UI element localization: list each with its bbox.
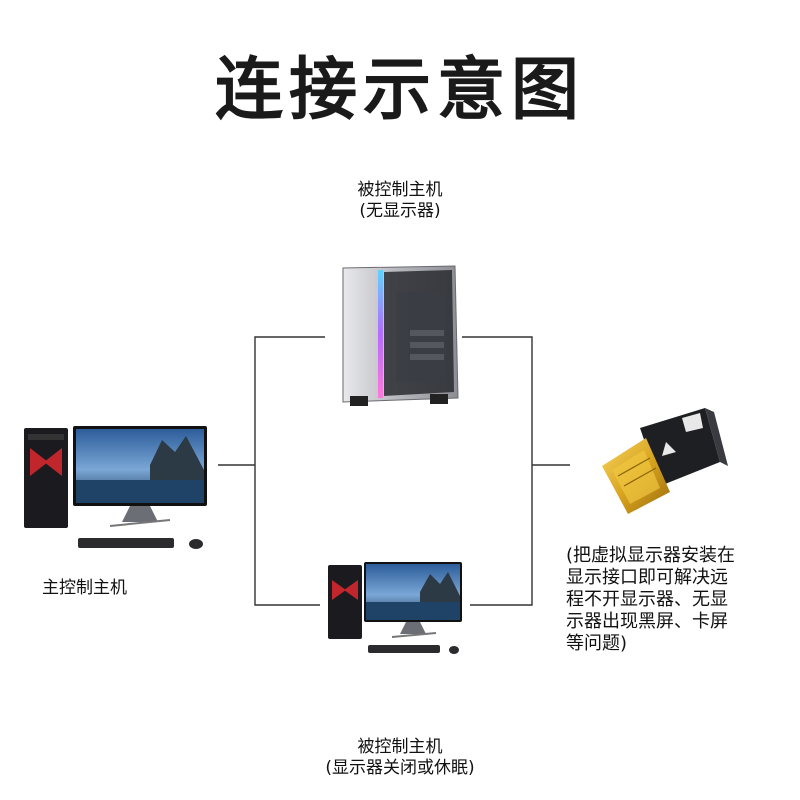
adapter-note-line: 程不开显示器、无显 <box>566 589 728 610</box>
label-controlled-host-top-note: (无显示器) <box>359 201 441 221</box>
label-controlled-host-bottom: 被控制主机 (显示器关闭或休眠) <box>280 737 520 779</box>
label-main-host: 主控制主机 <box>42 578 127 598</box>
page-title: 连接示意图 <box>214 51 585 130</box>
adapter-note-line: 等问题) <box>566 633 628 654</box>
label-controlled-host-bottom-name: 被控制主机 <box>357 737 443 757</box>
adapter-note-line: 示器出现黑屏、卡屏 <box>566 611 728 632</box>
controlled-pc-bottom-icon <box>328 562 462 654</box>
connection-lines <box>218 336 570 606</box>
label-adapter-note: (把虚拟显示器安装在 显示接口即可解决远 程不开显示器、无显 示器出现黑屏、卡屏… <box>566 545 776 655</box>
line-top-right <box>462 336 533 465</box>
adapter-note-line: (把虚拟显示器安装在 <box>566 545 736 566</box>
label-controlled-host-top: 被控制主机 (无显示器) <box>300 180 500 222</box>
tower-pc-icon <box>342 265 459 406</box>
line-bottom-right <box>470 465 533 606</box>
line-bottom-left <box>254 465 320 606</box>
adapter-note-line: 显示接口即可解决远 <box>566 567 728 588</box>
label-controlled-host-bottom-note: (显示器关闭或休眠) <box>325 758 475 778</box>
hdmi-dummy-plug-icon <box>602 408 728 514</box>
main-host-pc-icon <box>24 426 207 549</box>
label-controlled-host-top-name: 被控制主机 <box>357 180 443 200</box>
line-top-left <box>254 336 325 465</box>
